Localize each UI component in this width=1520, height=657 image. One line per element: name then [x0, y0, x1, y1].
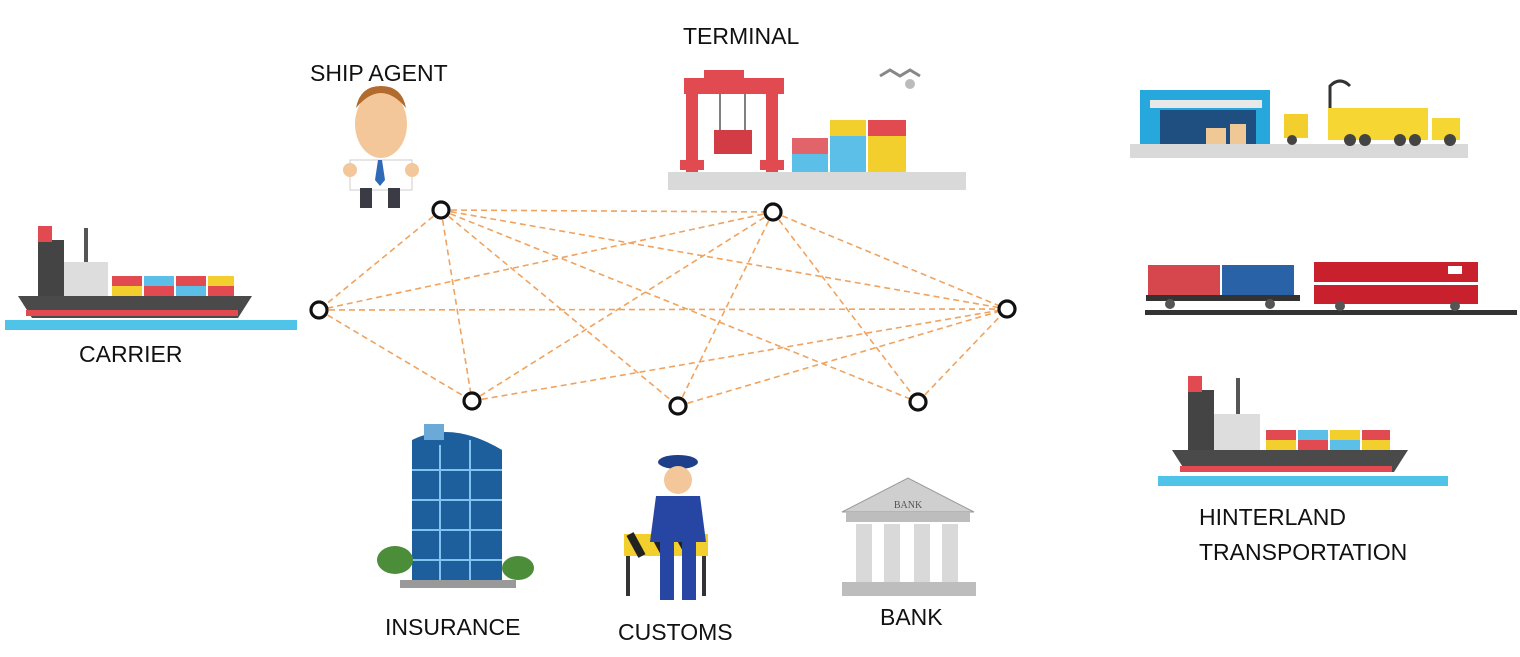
edge-bank-hinterland [917, 308, 1008, 403]
network-nodes [309, 200, 1017, 416]
bank-label: BANK [880, 604, 943, 630]
bank-sign-text: BANK [894, 500, 923, 511]
freight-train-illustration [1145, 262, 1517, 315]
edge-customs-hinterland [677, 308, 1008, 407]
node-bank [908, 392, 928, 412]
hinterland-label-line2: TRANSPORTATION [1199, 539, 1407, 565]
edge-terminal-carrier [318, 211, 774, 311]
node-hinterland [997, 299, 1017, 319]
node-insurance [462, 391, 482, 411]
edge-terminal-hinterland [772, 211, 1008, 310]
insurance-label: INSURANCE [385, 614, 520, 640]
node-terminal [763, 202, 783, 222]
edge-carrier-insurance [318, 309, 473, 402]
bank-building-illustration: BANK [841, 477, 976, 596]
edge-terminal-bank [772, 211, 919, 403]
hinterland-ship-illustration [1158, 376, 1448, 486]
ship-agent-figure [343, 86, 419, 208]
node-customs [668, 396, 688, 416]
carrier-ship-illustration [5, 226, 297, 330]
node-ship_agent [431, 200, 451, 220]
edge-ship_agent-terminal [440, 209, 774, 213]
customs-label: CUSTOMS [618, 619, 733, 645]
edge-ship_agent-bank [440, 209, 919, 403]
customs-officer-illustration [624, 455, 708, 600]
carrier-label: CARRIER [79, 341, 183, 367]
edge-ship_agent-customs [440, 209, 679, 407]
edge-ship_agent-hinterland [440, 209, 1008, 310]
warehouse-truck-illustration [1130, 79, 1468, 158]
edge-terminal-customs [677, 211, 774, 407]
hinterland-label-line1: HINTERLAND [1199, 504, 1346, 530]
ship-agent-label: SHIP AGENT [310, 60, 448, 86]
edge-insurance-hinterland [471, 308, 1008, 402]
network-edges [318, 209, 1008, 407]
node-carrier [309, 300, 329, 320]
terminal-label: TERMINAL [683, 23, 800, 49]
insurance-building-illustration [377, 424, 534, 588]
terminal-crane-illustration [668, 68, 966, 190]
edge-carrier-hinterland [318, 308, 1008, 311]
edge-ship_agent-carrier [318, 209, 442, 311]
edge-ship_agent-insurance [440, 209, 473, 402]
